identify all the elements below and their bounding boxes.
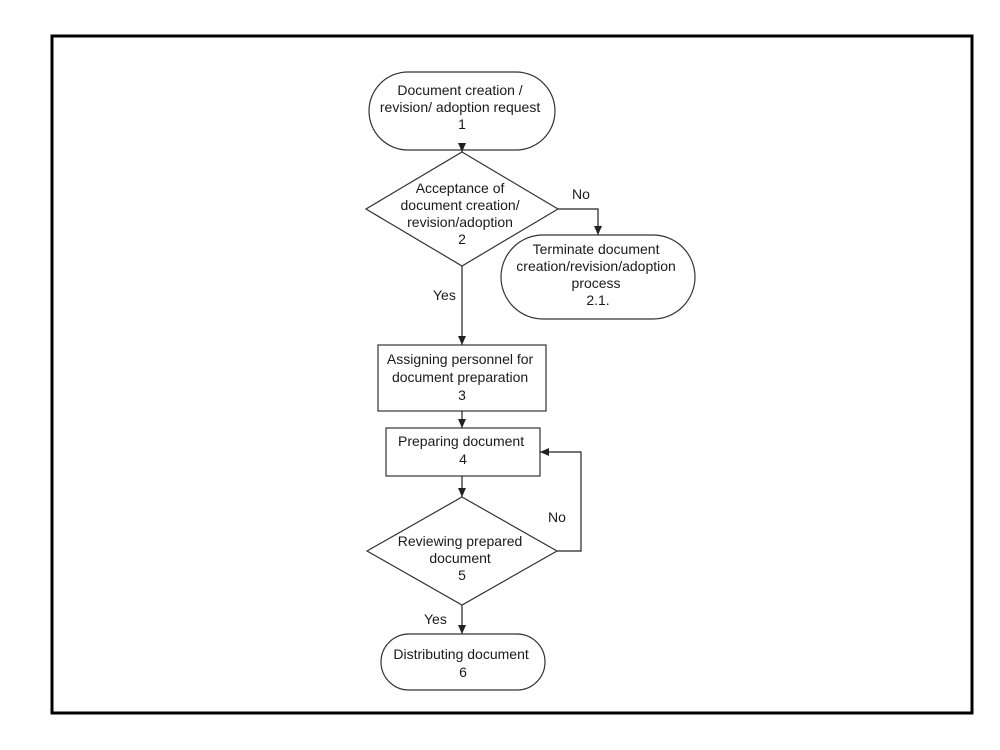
node-label-line: process (572, 275, 621, 291)
diagram-frame (50, 34, 974, 715)
node-label-line: Acceptance of (416, 180, 505, 196)
node-label-line: Distributing document (393, 646, 529, 662)
node-label: Terminate document creation/revision/ado… (516, 241, 679, 308)
node-label-line: document (429, 550, 491, 566)
edge-label-no: No (548, 509, 566, 525)
process-shape (385, 427, 541, 477)
node-acceptance-decision: Acceptance of document creation/ revisio… (364, 151, 560, 267)
node-label: Assigning personnel for document prepara… (387, 351, 537, 403)
node-distributing-document: Distributing document 6 (380, 633, 546, 691)
node-label-line: Assigning personnel for (387, 351, 534, 367)
node-label-line: document preparation (392, 369, 528, 385)
connectors (458, 143, 602, 634)
node-label-line: Document creation / (397, 82, 522, 98)
node-step-number: 3 (458, 387, 466, 403)
node-label: Preparing document 4 (398, 433, 528, 467)
edge-label-no: No (572, 186, 590, 202)
node-label-line: document creation/ (401, 197, 520, 213)
node-label-line: revision/ adoption request (380, 99, 540, 115)
node-label-line: creation/revision/adoption (516, 258, 676, 274)
node-label-line: revision/adoption (407, 214, 513, 230)
node-step-number: 1 (458, 116, 466, 132)
node-step-number: 5 (458, 567, 466, 583)
edge-label-yes: Yes (424, 611, 447, 627)
node-terminate-process: Terminate document creation/revision/ado… (500, 234, 696, 320)
arrow-5-to-4-loop (540, 448, 582, 552)
node-document-request: Document creation / revision/ adoption r… (368, 71, 556, 151)
node-label-line: Reviewing prepared (398, 533, 523, 549)
node-assigning-personnel: Assigning personnel for document prepara… (377, 344, 547, 412)
node-label-line: Preparing document (398, 433, 524, 449)
node-step-number: 4 (459, 451, 467, 467)
node-reviewing-decision: Reviewing prepared document 5 (365, 496, 559, 606)
terminator-shape (380, 633, 546, 691)
node-step-number: 2 (458, 231, 466, 247)
node-step-number: 2.1. (586, 292, 609, 308)
process-shape (377, 344, 547, 412)
arrow-2-to-2-1 (558, 208, 602, 235)
node-label-line: Terminate document (533, 241, 660, 257)
node-label: Distributing document 6 (393, 646, 532, 680)
node-label: Document creation / revision/ adoption r… (380, 82, 544, 132)
node-label: Acceptance of document creation/ revisio… (401, 180, 524, 247)
node-label: Reviewing prepared document 5 (398, 533, 526, 583)
node-step-number: 6 (459, 664, 467, 680)
edge-label-yes: Yes (433, 287, 456, 303)
node-preparing-document: Preparing document 4 (385, 427, 541, 477)
